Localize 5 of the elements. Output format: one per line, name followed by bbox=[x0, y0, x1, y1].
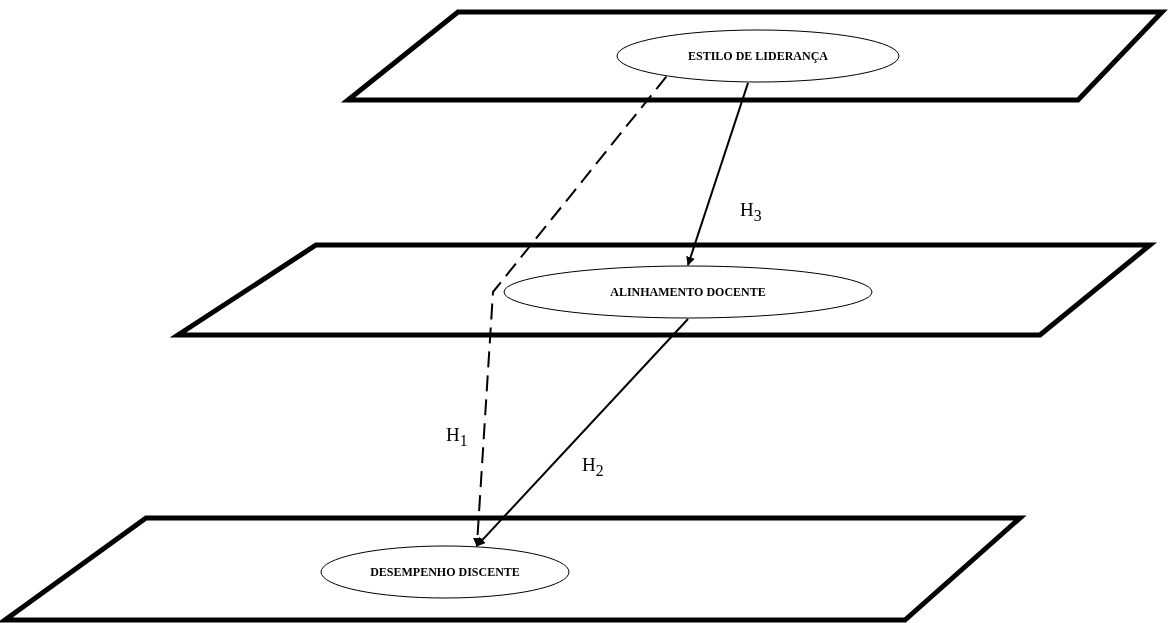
dashed-arrow bbox=[472, 75, 668, 547]
node-label: DESEMPENHO DISCENTE bbox=[369, 564, 521, 580]
node-label: ALINHAMENTO DOCENTE bbox=[609, 284, 767, 300]
arrow bbox=[686, 81, 749, 266]
node-label: ESTILO DE LIDERANÇA bbox=[686, 48, 829, 64]
